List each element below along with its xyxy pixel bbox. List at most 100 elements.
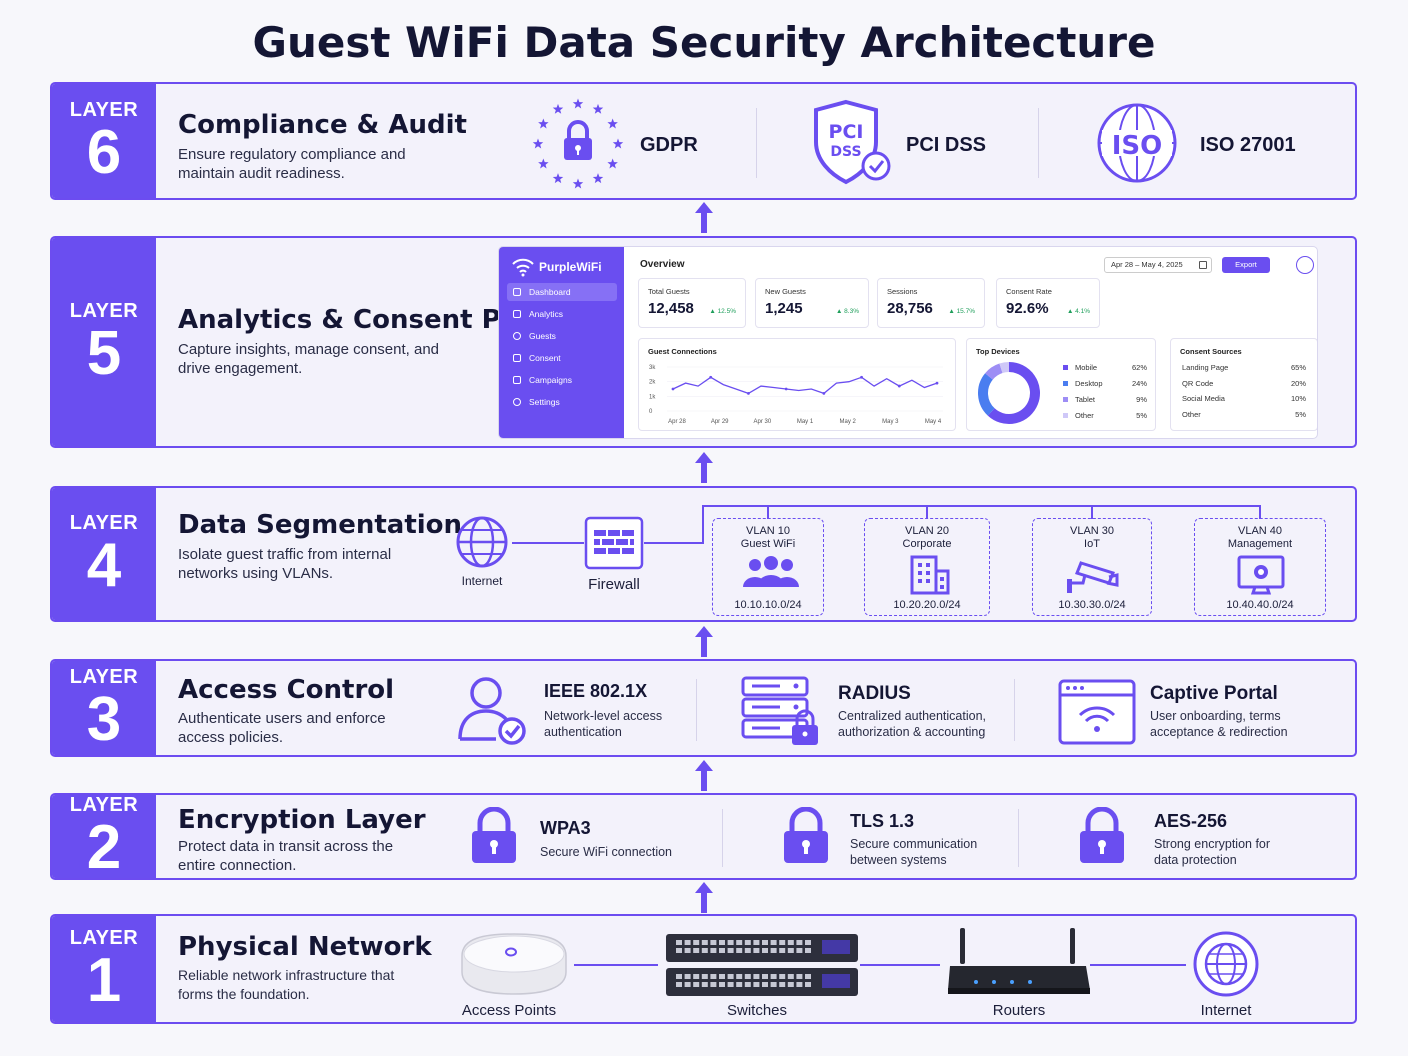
kpi-delta: ▲ 8.3% — [835, 308, 859, 315]
switch-port — [719, 982, 725, 987]
access-point-icon — [461, 933, 567, 995]
switch-port — [753, 974, 760, 979]
nav-campaigns[interactable]: Campaigns — [507, 371, 617, 389]
switches-label: Switches — [726, 1002, 788, 1019]
switch-port — [787, 982, 794, 987]
layer-3-access-control: LAYER 3 Access Control Authenticate user… — [50, 659, 1357, 757]
dashboard-heading: Overview — [640, 259, 685, 270]
nav-analytics[interactable]: Analytics — [507, 305, 617, 323]
switch-port — [779, 982, 786, 987]
layer-6-compliance: LAYER 6 Compliance & Audit Ensure regula… — [50, 82, 1357, 200]
switch-port — [719, 940, 725, 945]
donut-slice-mobile — [987, 362, 1040, 424]
data-point — [897, 384, 901, 388]
kpi-new-guests: New Guests 1,245 ▲ 8.3% — [755, 278, 869, 328]
nav-guests[interactable]: Guests — [507, 327, 617, 345]
nav-label: Consent — [529, 353, 561, 363]
legend-label: Other — [1075, 411, 1094, 420]
legend-label: Tablet — [1075, 395, 1096, 404]
vlan-subnet: 10.10.10.0/24 — [734, 599, 802, 611]
switch-port — [762, 974, 768, 979]
nav-settings[interactable]: Settings — [507, 393, 617, 411]
up-arrow-icon — [695, 882, 713, 913]
vlan-connector-line — [1259, 505, 1261, 519]
star-icon — [532, 138, 544, 149]
switch-port — [779, 948, 786, 953]
switch-port — [787, 948, 794, 953]
monitor-gear-icon — [1237, 555, 1285, 595]
source-value: 10% — [1290, 394, 1306, 403]
user-avatar-icon[interactable] — [1296, 256, 1314, 274]
legend-label: Mobile — [1075, 363, 1098, 372]
switch-port — [727, 940, 734, 945]
tls-label: TLS 1.3 — [850, 811, 915, 831]
date-range-picker[interactable]: Apr 28 – May 4, 2025 — [1104, 257, 1212, 273]
switch-port — [710, 982, 717, 987]
connector-line — [574, 964, 658, 966]
wpa3-label: WPA3 — [540, 818, 591, 838]
kpi-delta: ▲ 15.7% — [948, 308, 975, 315]
layer-title: Compliance & Audit — [178, 110, 467, 140]
switch-port — [770, 974, 777, 979]
layer-number: 3 — [86, 684, 122, 754]
switch-port — [719, 948, 725, 953]
switch-port — [796, 948, 803, 953]
firewall-label: Firewall — [588, 576, 640, 593]
data-point — [822, 392, 826, 395]
donut-slice-other — [999, 362, 1010, 374]
donut-slice-tablet — [985, 363, 1003, 380]
radius-label: RADIUS — [838, 683, 911, 704]
dashboard-sidebar: PurpleWiFi Dashboard Analytics Guests Co… — [499, 247, 624, 438]
wifi-icon — [512, 258, 534, 277]
export-button[interactable]: Export — [1222, 257, 1270, 273]
dashboard-main: Overview Apr 28 – May 4, 2025 Export Tot… — [624, 247, 1317, 438]
layer-number: 5 — [86, 318, 122, 388]
switch-port — [684, 940, 691, 945]
connections-series-line — [672, 376, 938, 395]
tls-description: Secure communication between systems — [850, 837, 978, 867]
globe-icon — [456, 516, 508, 568]
switch-icon — [666, 934, 858, 996]
layer-description: Capture insights, manage consent, and dr… — [178, 341, 439, 377]
y-tick-label: 1k — [649, 394, 656, 400]
kpi-consent-rate: Consent Rate 92.6% ▲ 4.1% — [996, 278, 1100, 328]
internet-label: Internet — [1200, 1002, 1252, 1019]
donut-slice-desktop — [978, 373, 995, 416]
megaphone-icon — [513, 376, 521, 384]
layer-1-badge: LAYER 1 — [52, 916, 156, 1022]
switch-port — [676, 940, 682, 945]
eu-stars-lock-icon — [532, 98, 624, 189]
layer-word: LAYER — [69, 794, 139, 816]
nav-label: Guests — [529, 331, 556, 341]
layer-4-badge: LAYER 4 — [52, 488, 156, 620]
switch-port — [701, 948, 708, 953]
x-tick-label: Apr 29 — [711, 419, 729, 425]
layer-word: LAYER — [69, 98, 139, 121]
switch-port — [779, 940, 786, 945]
nav-label: Dashboard — [529, 287, 571, 297]
switch-port — [787, 974, 794, 979]
connector-line — [860, 964, 940, 966]
source-value: 65% — [1290, 363, 1306, 372]
switch-port — [762, 940, 768, 945]
radius-description: Centralized authentication, authorizatio… — [838, 709, 987, 739]
vlan-connector-line — [926, 505, 928, 519]
nav-consent[interactable]: Consent — [507, 349, 617, 367]
layer-word: LAYER — [69, 926, 139, 949]
x-tick-label: May 1 — [797, 419, 814, 425]
switch-port — [736, 940, 743, 945]
switch-port — [753, 982, 760, 987]
kpi-value: 1,245 — [765, 300, 803, 317]
star-icon — [572, 98, 584, 109]
routers-label: Routers — [992, 1002, 1046, 1019]
switch-port — [676, 982, 682, 987]
vlan-role: Corporate — [902, 538, 952, 550]
nav-dashboard[interactable]: Dashboard — [507, 283, 617, 301]
switch-port — [805, 940, 811, 945]
aes-label: AES-256 — [1154, 811, 1228, 831]
gdpr-label: GDPR — [640, 134, 698, 156]
aes-description: Strong encryption for data protection — [1154, 837, 1271, 867]
switch-port — [727, 974, 734, 979]
